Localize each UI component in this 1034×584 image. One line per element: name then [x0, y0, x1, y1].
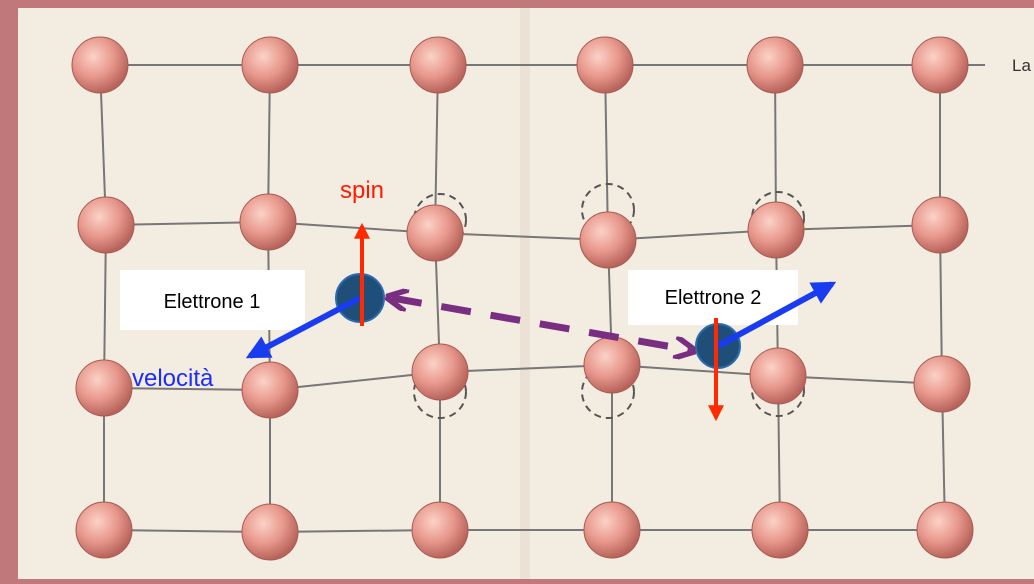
- velocity-arrow-1: [245, 295, 362, 359]
- bond-col-1: [99, 64, 108, 530]
- lattice-ion-icon: [583, 501, 641, 559]
- lattice-ion-icon: [747, 201, 805, 259]
- lattice-ion-icon: [75, 501, 133, 559]
- lattice-ion-icon: [751, 501, 809, 559]
- velocity-arrow-2: [716, 281, 837, 349]
- lattice-ion-icon: [406, 204, 464, 262]
- lattice-ion-icon: [411, 501, 469, 559]
- lattice-ion-icon: [913, 355, 971, 413]
- lattice-ion-icon: [579, 211, 637, 269]
- lattice-ion-icon: [241, 36, 299, 94]
- electron1-label-box: [120, 270, 305, 330]
- electron2-label: Elettrone 2: [665, 287, 762, 309]
- lattice-ion-icon: [911, 196, 969, 254]
- lattice-ion-icon: [71, 36, 129, 94]
- lattice-ion-icon: [239, 193, 297, 251]
- velocity-label: velocità: [132, 365, 214, 392]
- lattice-ion-icon: [77, 196, 135, 254]
- lattice-ion-icon: [583, 336, 641, 394]
- lattice-ion-icon: [576, 36, 634, 94]
- lattice-ion-icon: [241, 503, 299, 561]
- edge-text-fragment: La: [1012, 56, 1031, 75]
- lattice-ion-icon: [241, 361, 299, 419]
- lattice-ion-icon: [916, 501, 974, 559]
- lattice-ion-icon: [749, 347, 807, 405]
- lattice-ion-icon: [911, 36, 969, 94]
- paper-fold-shadow: [520, 8, 530, 579]
- interaction-arrow: [392, 298, 690, 350]
- electron-2: [695, 281, 837, 422]
- electron1-label: Elettrone 1: [164, 291, 261, 313]
- lattice-ion-icon: [411, 343, 469, 401]
- lattice-ion-icon: [409, 36, 467, 94]
- electron-1: [245, 222, 385, 359]
- bond-col-6: [939, 65, 946, 531]
- spin-label: spin: [340, 177, 384, 204]
- lattice-ion-icon: [75, 359, 133, 417]
- lattice-ion-icon: [746, 36, 804, 94]
- lattice-ions: [71, 36, 974, 561]
